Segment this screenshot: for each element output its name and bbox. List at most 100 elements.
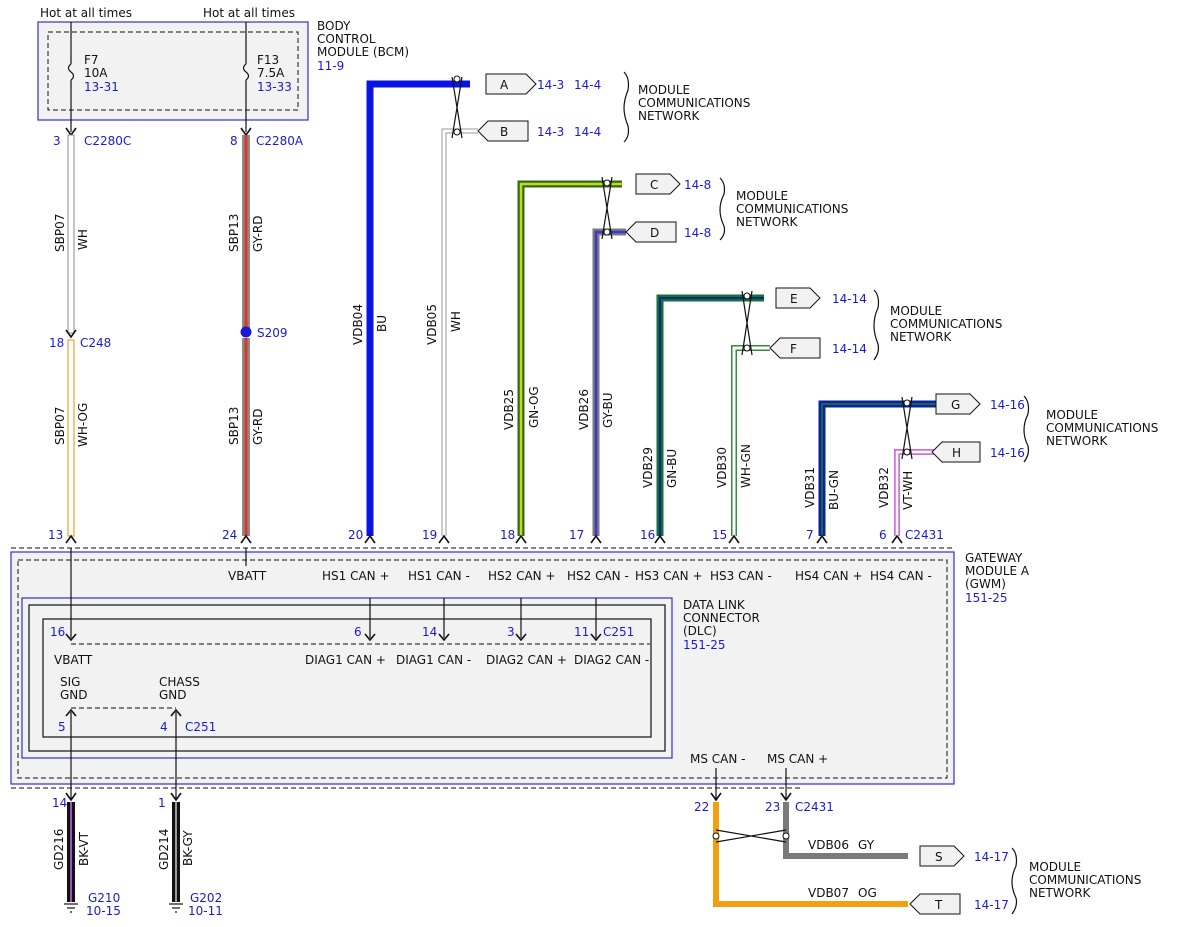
network-tag-d[interactable] (625, 221, 677, 243)
gwm-signal-ms-can-plus: MS CAN + (767, 752, 828, 766)
network-tag-h-letter: H (952, 446, 961, 460)
twisted-pair-icon (712, 829, 790, 843)
connector-c2280c-link[interactable]: C2280C (84, 134, 131, 148)
network-tag-f[interactable] (769, 337, 821, 359)
network-tag-t[interactable] (909, 893, 961, 915)
network-label-cd-line2: COMMUNICATIONS (736, 202, 848, 216)
fuse-f13-ref-link[interactable]: 13-33 (257, 80, 292, 94)
wire-sbp07-lower-color: WH-OG (76, 403, 90, 447)
network-ref-a-1-link[interactable]: 14-3 (537, 78, 564, 92)
wire-vdb06-circuit: VDB06 (808, 838, 849, 852)
connector-c2431-bottom-link[interactable]: C2431 (795, 800, 834, 814)
fuse-f7-ref-link[interactable]: 13-31 (84, 80, 119, 94)
wire-vdb26-color: GY-BU (601, 392, 615, 428)
bracket-icon (1011, 847, 1018, 915)
wire-vdb31-circuit: VDB31 (803, 467, 817, 508)
connector-c251-gnd-link[interactable]: C251 (185, 720, 216, 734)
gwm-ref-link[interactable]: 151-25 (965, 591, 1008, 605)
wire-vdb06-color: GY (858, 838, 875, 852)
network-ref-h-link[interactable]: 14-16 (990, 446, 1025, 460)
network-label-ef-line2: COMMUNICATIONS (890, 317, 1002, 331)
connector-c2280a-link[interactable]: C2280A (256, 134, 304, 148)
fuse-f7-id: F7 (84, 53, 99, 67)
network-label-ab-line1: MODULE (638, 83, 690, 97)
connector-c248-link[interactable]: C248 (80, 336, 111, 350)
network-ref-b-2-link[interactable]: 14-4 (574, 125, 601, 139)
gwm-pin-18: 18 (500, 528, 515, 542)
network-ref-g-link[interactable]: 14-16 (990, 398, 1025, 412)
network-ref-e-link[interactable]: 14-14 (832, 292, 867, 306)
gwm-pin-17: 17 (569, 528, 584, 542)
bracket-icon (623, 71, 630, 143)
dlc-pin-6: 6 (354, 625, 362, 639)
wire-sbp07-upper-color: WH (76, 229, 90, 250)
network-tag-a[interactable] (485, 73, 537, 95)
gwm-name-line3: (GWM) (965, 577, 1006, 591)
wire-vdb05-color: WH (449, 311, 463, 332)
gwm-pin-20: 20 (348, 528, 363, 542)
network-tag-e[interactable] (775, 287, 821, 309)
network-label-ef-line1: MODULE (890, 304, 942, 318)
dlc-sig-gnd-line1: SIG (60, 675, 80, 689)
network-tag-c[interactable] (635, 173, 681, 195)
hot-at-all-times-label-left: Hot at all times (40, 6, 132, 20)
connector-c251-top-link[interactable]: C251 (603, 625, 634, 639)
gwm-signal-ms-can-minus: MS CAN - (690, 752, 746, 766)
wire-vdb06-gy (783, 802, 908, 859)
wire-sbp07-upper-circuit: SBP07 (53, 214, 67, 252)
wire-vdb29-color: GN-BU (665, 449, 679, 488)
gwm-pin-23: 23 (765, 800, 780, 814)
network-ref-s-link[interactable]: 14-17 (974, 850, 1009, 864)
dlc-signal-vbatt: VBATT (54, 653, 93, 667)
gwm-signal-hs4-can-minus: HS4 CAN - (870, 569, 932, 583)
fuse-f7-icon (67, 63, 75, 81)
network-tag-g-letter: G (951, 398, 960, 412)
network-ref-t-link[interactable]: 14-17 (974, 898, 1009, 912)
network-ref-f-link[interactable]: 14-14 (832, 342, 867, 356)
network-ref-c-link[interactable]: 14-8 (684, 178, 711, 192)
network-ref-a-2-link[interactable]: 14-4 (574, 78, 601, 92)
network-tag-s[interactable] (919, 845, 965, 867)
ground-g210-ref-link[interactable]: 10-15 (86, 904, 121, 918)
dlc-name-line1: DATA LINK (683, 598, 746, 612)
splice-s209-link[interactable]: S209 (257, 326, 288, 340)
network-tag-h[interactable] (931, 441, 981, 463)
gwm-signal-hs3-can-plus: HS3 CAN + (635, 569, 703, 583)
gwm-name-line1: GATEWAY (965, 551, 1023, 565)
network-ref-d-link[interactable]: 14-8 (684, 226, 711, 240)
gwm-pin-24: 24 (222, 528, 237, 542)
ground-g202-link[interactable]: G202 (190, 891, 222, 905)
wire-vdb30-circuit: VDB30 (715, 447, 729, 488)
bracket-icon (873, 289, 880, 361)
network-label-ab-line2: COMMUNICATIONS (638, 96, 750, 110)
network-tag-c-letter: C (650, 178, 658, 192)
gwm-pin-14: 14 (52, 796, 67, 810)
dlc-gnd-chevrons (65, 708, 182, 717)
wire-vdb29-circuit: VDB29 (641, 447, 655, 488)
dlc-pin-16: 16 (50, 625, 65, 639)
network-ref-b-1-link[interactable]: 14-3 (537, 125, 564, 139)
network-label-st-line2: COMMUNICATIONS (1029, 873, 1141, 887)
ground-g202-ref-link[interactable]: 10-11 (188, 904, 223, 918)
wire-vdb07-circuit: VDB07 (808, 886, 849, 900)
bcm-ref-link[interactable]: 11-9 (317, 59, 344, 73)
network-tag-g[interactable] (935, 393, 981, 415)
dlc-pin-11: 11 (574, 625, 589, 639)
network-tag-b[interactable] (477, 120, 529, 142)
dlc-pin-14: 14 (422, 625, 437, 639)
dlc-signal-diag2-can-minus: DIAG2 CAN - (574, 653, 649, 667)
ground-g210-link[interactable]: G210 (88, 891, 120, 905)
network-tag-t-letter: T (934, 898, 943, 912)
network-tag-b-letter: B (500, 125, 508, 139)
connector-c2431-top-link[interactable]: C2431 (905, 528, 944, 542)
wire-sbp07-wh (67, 134, 75, 334)
dlc-pin-4: 4 (160, 720, 168, 734)
gwm-top-pin-chevrons (65, 534, 903, 544)
network-label-ab-line3: NETWORK (638, 109, 701, 123)
dlc-pin-chevrons (65, 633, 602, 642)
network-label-gh-line2: COMMUNICATIONS (1046, 421, 1158, 435)
gwm-pin-6: 6 (879, 528, 887, 542)
wire-vdb04-circuit: VDB04 (351, 304, 365, 345)
dlc-pin-5: 5 (58, 720, 66, 734)
dlc-ref-link[interactable]: 151-25 (683, 638, 726, 652)
